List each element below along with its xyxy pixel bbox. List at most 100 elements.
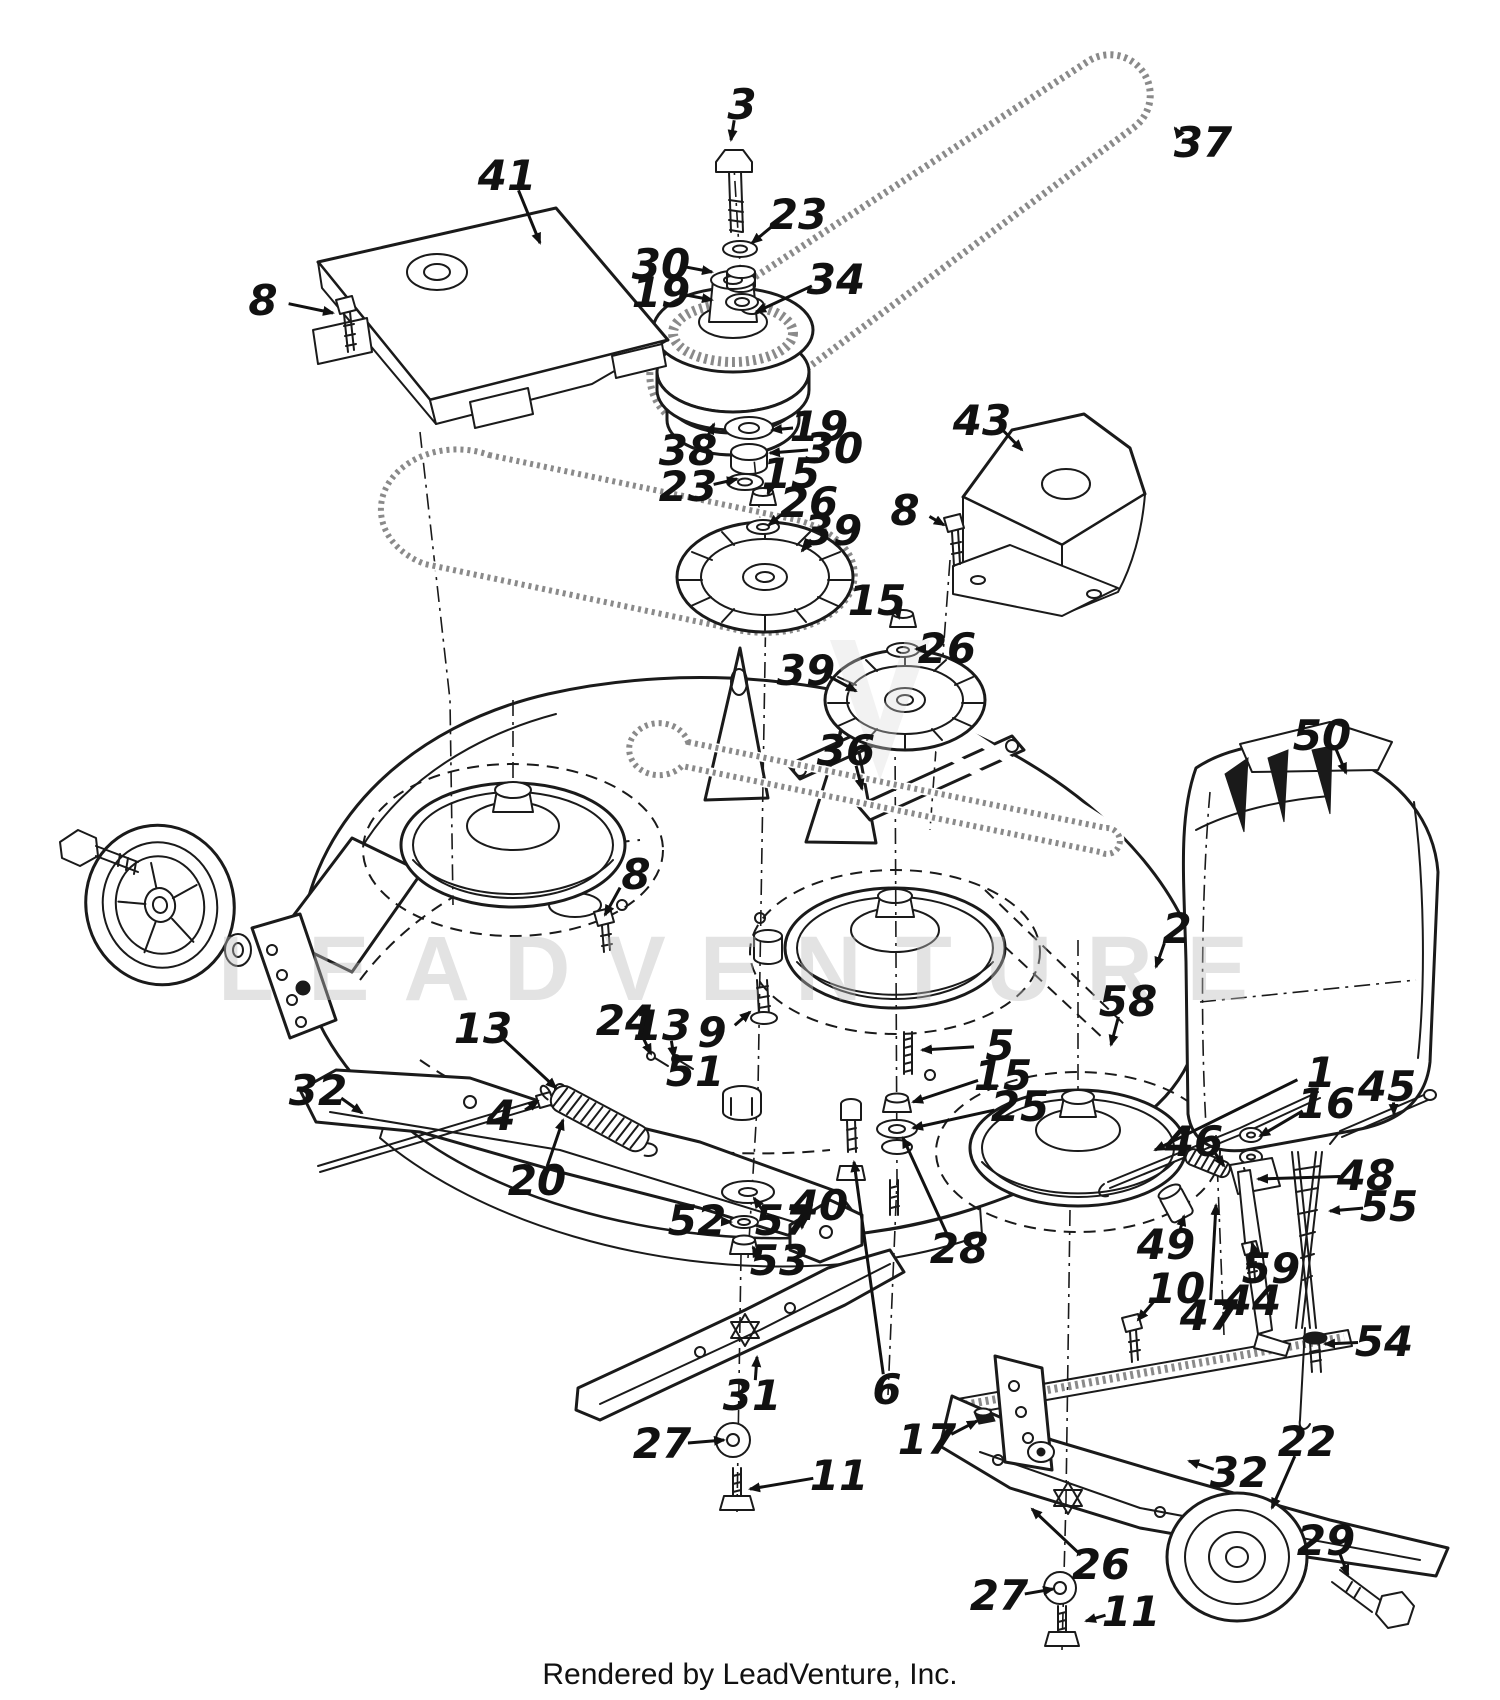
callout-19: 19 bbox=[632, 268, 690, 317]
callout-leader-52 bbox=[720, 1216, 733, 1227]
callout-40: 40 bbox=[789, 1181, 848, 1230]
callout-15: 15 bbox=[762, 449, 820, 498]
callout-31: 31 bbox=[723, 1371, 781, 1420]
washer-26-lower bbox=[886, 642, 920, 658]
nut-15-center bbox=[882, 1092, 912, 1113]
callout-52: 52 bbox=[668, 1196, 726, 1245]
nut-17 bbox=[973, 1407, 996, 1425]
callout-leader-6 bbox=[850, 1160, 885, 1375]
callout-leader-48 bbox=[1256, 1173, 1341, 1184]
callout-leader-11 bbox=[1084, 1613, 1106, 1623]
callout-leader-19 bbox=[686, 293, 714, 304]
callout-leader-23 bbox=[713, 476, 739, 487]
right-wheel-axle-bolt-29 bbox=[1331, 1569, 1415, 1629]
rear-hanger-plate bbox=[993, 1354, 1055, 1472]
callout-30: 30 bbox=[805, 424, 863, 473]
callout-49: 49 bbox=[1136, 1220, 1195, 1269]
flange-nut-center bbox=[722, 1085, 762, 1121]
bolt-11-left bbox=[719, 1467, 755, 1511]
blade-center-31 bbox=[574, 1248, 906, 1422]
callout-leader-55 bbox=[1328, 1205, 1364, 1216]
belt-cover-41 bbox=[312, 206, 670, 429]
callout-32: 32 bbox=[289, 1066, 347, 1115]
callout-leader-32 bbox=[340, 1096, 364, 1115]
callout-leader-24 bbox=[639, 1032, 653, 1056]
callout-23: 23 bbox=[659, 462, 717, 511]
pulley-cover-43 bbox=[952, 412, 1147, 617]
callout-leader-23 bbox=[750, 222, 777, 245]
left-gauge-wheel bbox=[84, 823, 236, 987]
right-spindle-assembly bbox=[935, 1071, 1221, 1233]
callout-25: 25 bbox=[991, 1082, 1049, 1131]
bolt-3 bbox=[715, 149, 753, 233]
callout-6: 6 bbox=[872, 1365, 901, 1414]
callout-8: 8 bbox=[248, 276, 277, 325]
callout-leader-15 bbox=[766, 482, 777, 496]
callout-5: 5 bbox=[985, 1021, 1014, 1070]
shoulder-bolt-9 bbox=[750, 979, 778, 1025]
callout-54: 54 bbox=[1355, 1317, 1413, 1366]
callout-1: 1 bbox=[1306, 1048, 1335, 1097]
callout-leader-54 bbox=[1323, 1338, 1359, 1349]
callout-leader-50 bbox=[1334, 748, 1348, 775]
callout-2: 2 bbox=[1162, 904, 1191, 953]
callout-leader-2 bbox=[1154, 942, 1166, 969]
callout-leader-19 bbox=[770, 424, 794, 435]
callout-leader-22 bbox=[1270, 1455, 1297, 1510]
callout-27: 27 bbox=[970, 1571, 1029, 1620]
discharge-chute bbox=[1181, 721, 1440, 1153]
callout-58: 58 bbox=[1099, 977, 1157, 1026]
callout-20: 20 bbox=[508, 1156, 566, 1205]
callout-13: 13 bbox=[633, 1001, 691, 1050]
callout-51: 51 bbox=[666, 1047, 724, 1096]
callout-leader-15 bbox=[911, 1079, 979, 1104]
callout-9: 9 bbox=[697, 1008, 726, 1057]
svg-text:LEADVENTURE: LEADVENTURE bbox=[218, 918, 1282, 1020]
callout-leader-13 bbox=[667, 1040, 678, 1059]
callout-11: 11 bbox=[810, 1451, 868, 1500]
callout-leader-20 bbox=[545, 1118, 565, 1167]
callout-leader-3 bbox=[727, 120, 738, 142]
callout-16: 16 bbox=[1297, 1079, 1355, 1128]
callout-leader-5 bbox=[920, 1044, 975, 1055]
callout-3: 3 bbox=[727, 80, 756, 129]
deck-belt-36 bbox=[376, 444, 1125, 859]
callout-leader-4 bbox=[524, 1099, 540, 1112]
callout-leader-1 bbox=[1153, 1078, 1299, 1152]
blade-31-star-hole bbox=[730, 1313, 760, 1347]
callout-27: 27 bbox=[633, 1419, 692, 1468]
callout-55: 55 bbox=[1360, 1182, 1418, 1231]
callout-leader-37 bbox=[1173, 126, 1185, 140]
callout-26: 26 bbox=[1072, 1540, 1130, 1589]
extension-spring-20 bbox=[539, 1084, 658, 1157]
callout-leader-41 bbox=[517, 189, 542, 245]
callout-38: 38 bbox=[659, 426, 717, 475]
callout-leader-32 bbox=[1187, 1459, 1215, 1471]
callout-8: 8 bbox=[621, 850, 650, 899]
callout-leader-30 bbox=[686, 265, 714, 276]
leadventure-watermark: LEADVENTURE bbox=[218, 640, 1282, 1020]
callout-26: 26 bbox=[780, 478, 838, 527]
callout-10: 10 bbox=[1147, 1264, 1205, 1313]
bolt-10 bbox=[1121, 1313, 1143, 1363]
callout-59: 59 bbox=[1242, 1244, 1300, 1293]
callout-leader-36 bbox=[854, 765, 865, 791]
callout-leader-29 bbox=[1338, 1553, 1350, 1577]
callout-36: 36 bbox=[817, 726, 875, 775]
callout-leader-8 bbox=[928, 515, 946, 527]
blade-right-32 bbox=[938, 1394, 1450, 1578]
rod-45 bbox=[1329, 1089, 1437, 1145]
callout-leader-16 bbox=[1258, 1109, 1304, 1138]
callout-leader-31 bbox=[751, 1355, 762, 1381]
roller-49 bbox=[1157, 1183, 1194, 1224]
callout-43: 43 bbox=[952, 396, 1011, 445]
callout-17: 17 bbox=[898, 1415, 957, 1464]
cover-43-bolt-8 bbox=[943, 513, 965, 567]
bolt-11-right bbox=[1044, 1605, 1080, 1647]
callout-leader-53 bbox=[751, 1245, 762, 1259]
callout-leader-34 bbox=[754, 284, 813, 314]
callout-50: 50 bbox=[1293, 711, 1351, 760]
